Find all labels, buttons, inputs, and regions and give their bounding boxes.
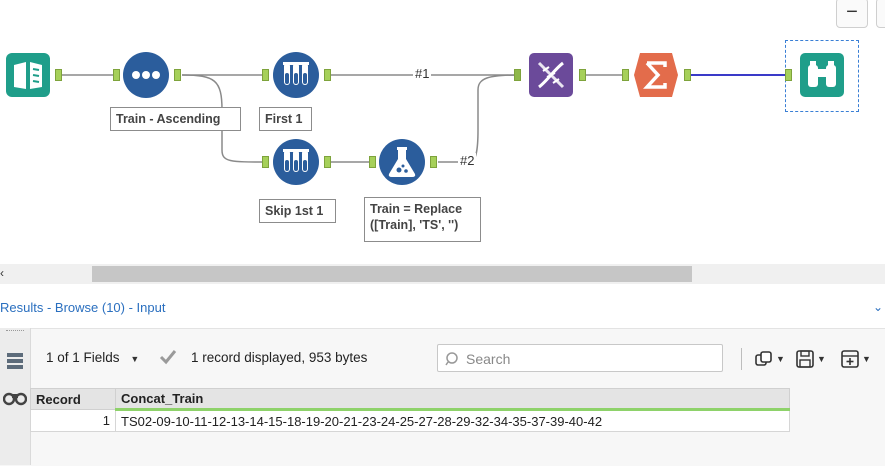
grip-handle[interactable] [6,330,24,333]
dna-icon [529,53,573,97]
union-tool[interactable] [527,51,575,99]
fields-selector[interactable]: 1 of 1 Fields ▼ [46,350,139,365]
canvas-side-button[interactable] [876,0,885,28]
fields-label: 1 of 1 Fields [46,350,120,365]
summarize-input-anchor[interactable] [622,69,629,81]
union-input-anchor[interactable] [514,69,521,81]
checkmark-icon[interactable] [158,346,178,369]
canvas-horizontal-scrollbar[interactable]: ‹ [0,264,885,284]
book-icon [6,53,50,97]
browse-input-anchor[interactable] [785,69,792,81]
annotation-skip-1st-1: Skip 1st 1 [259,199,336,223]
save-button[interactable]: ▼ [795,348,826,370]
toolbar-separator [741,348,742,370]
copy-button[interactable]: ▼ [754,348,785,370]
skip1-output-anchor[interactable] [324,156,331,168]
caret-down-icon: ▼ [125,354,140,364]
save-icon [796,350,814,368]
sort-input-anchor[interactable] [113,69,120,81]
column-header-record[interactable]: Record [30,388,116,410]
sort-tool[interactable] [122,51,170,99]
input-data-tool[interactable] [4,51,52,99]
record-info: 1 record displayed, 953 bytes [191,350,368,365]
results-window-title: Results - Browse (10) - Input [0,300,166,315]
table-row[interactable]: 1 TS02-09-10-11-12-13-14-15-18-19-20-21-… [30,409,790,432]
results-toolbar: 1 of 1 Fields ▼ 1 record displayed, 953 … [30,336,885,382]
first1-input-anchor[interactable] [262,69,269,81]
sample-first-tool[interactable] [272,51,320,99]
scrollbar-thumb[interactable] [92,266,692,282]
summarize-output-anchor[interactable] [684,69,691,81]
formula-input-anchor[interactable] [369,156,376,168]
concat-train-cell[interactable]: TS02-09-10-11-12-13-14-15-18-19-20-21-23… [115,409,790,432]
sigma-icon [634,53,678,97]
record-number-cell: 1 [30,409,116,432]
binoculars-icon[interactable] [2,386,28,408]
skip1-input-anchor[interactable] [262,156,269,168]
add-column-button[interactable]: ▼ [840,348,871,370]
workflow-canvas[interactable]: Train - Ascending First 1 Skip 1 [0,0,885,264]
wire-label-1: #1 [413,66,432,81]
annotation-first-1: First 1 [259,107,312,131]
binoculars-icon [800,53,844,97]
results-grid: Record Concat_Train 1 TS02-09-10-11-12-1… [30,388,790,432]
search-input[interactable] [464,347,718,371]
browse-tool[interactable] [798,51,846,99]
column-header-concat-train[interactable]: Concat_Train [115,388,790,411]
first1-output-anchor[interactable] [324,69,331,81]
chevron-down-icon[interactable]: ⌄ [872,300,883,314]
union-output-anchor[interactable] [579,69,586,81]
scroll-left-arrow[interactable]: ‹ [0,266,4,280]
copy-icon [755,351,772,366]
add-icon [841,350,859,368]
wire-label-2: #2 [458,153,477,168]
search-icon [445,352,458,366]
summarize-tool[interactable] [632,51,680,99]
results-left-rail [0,328,31,465]
annotation-formula: Train = Replace ([Train], 'TS', '') [364,197,481,242]
test-tubes-icon [273,52,319,98]
sample-skip-tool[interactable] [272,138,320,186]
search-box[interactable] [437,344,723,372]
annotation-train-ascending: Train - Ascending [110,107,241,131]
minimize-button[interactable]: − [836,0,868,28]
sort-dots-icon [123,52,169,98]
input-output-anchor[interactable] [55,69,62,81]
formula-tool[interactable] [378,138,426,186]
formula-output-anchor[interactable] [430,156,437,168]
test-tubes-icon [273,139,319,185]
sort-output-anchor[interactable] [174,69,181,81]
table-view-icon[interactable] [2,350,28,372]
more-options-icon[interactable]: ⋮ [879,348,885,370]
flask-icon [379,139,425,185]
